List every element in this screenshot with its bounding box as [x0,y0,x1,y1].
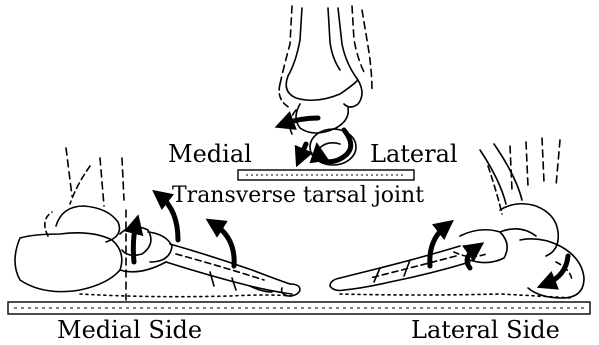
ground-bar [8,302,590,314]
label-medial-side: Medial Side [57,318,202,342]
posterior-ankle-view [279,6,372,165]
label-lateral: Lateral [370,142,458,166]
label-transverse-tarsal-joint: Transverse tarsal joint [172,185,424,207]
label-medial: Medial [168,142,252,166]
label-lateral-side: Lateral Side [411,318,560,342]
